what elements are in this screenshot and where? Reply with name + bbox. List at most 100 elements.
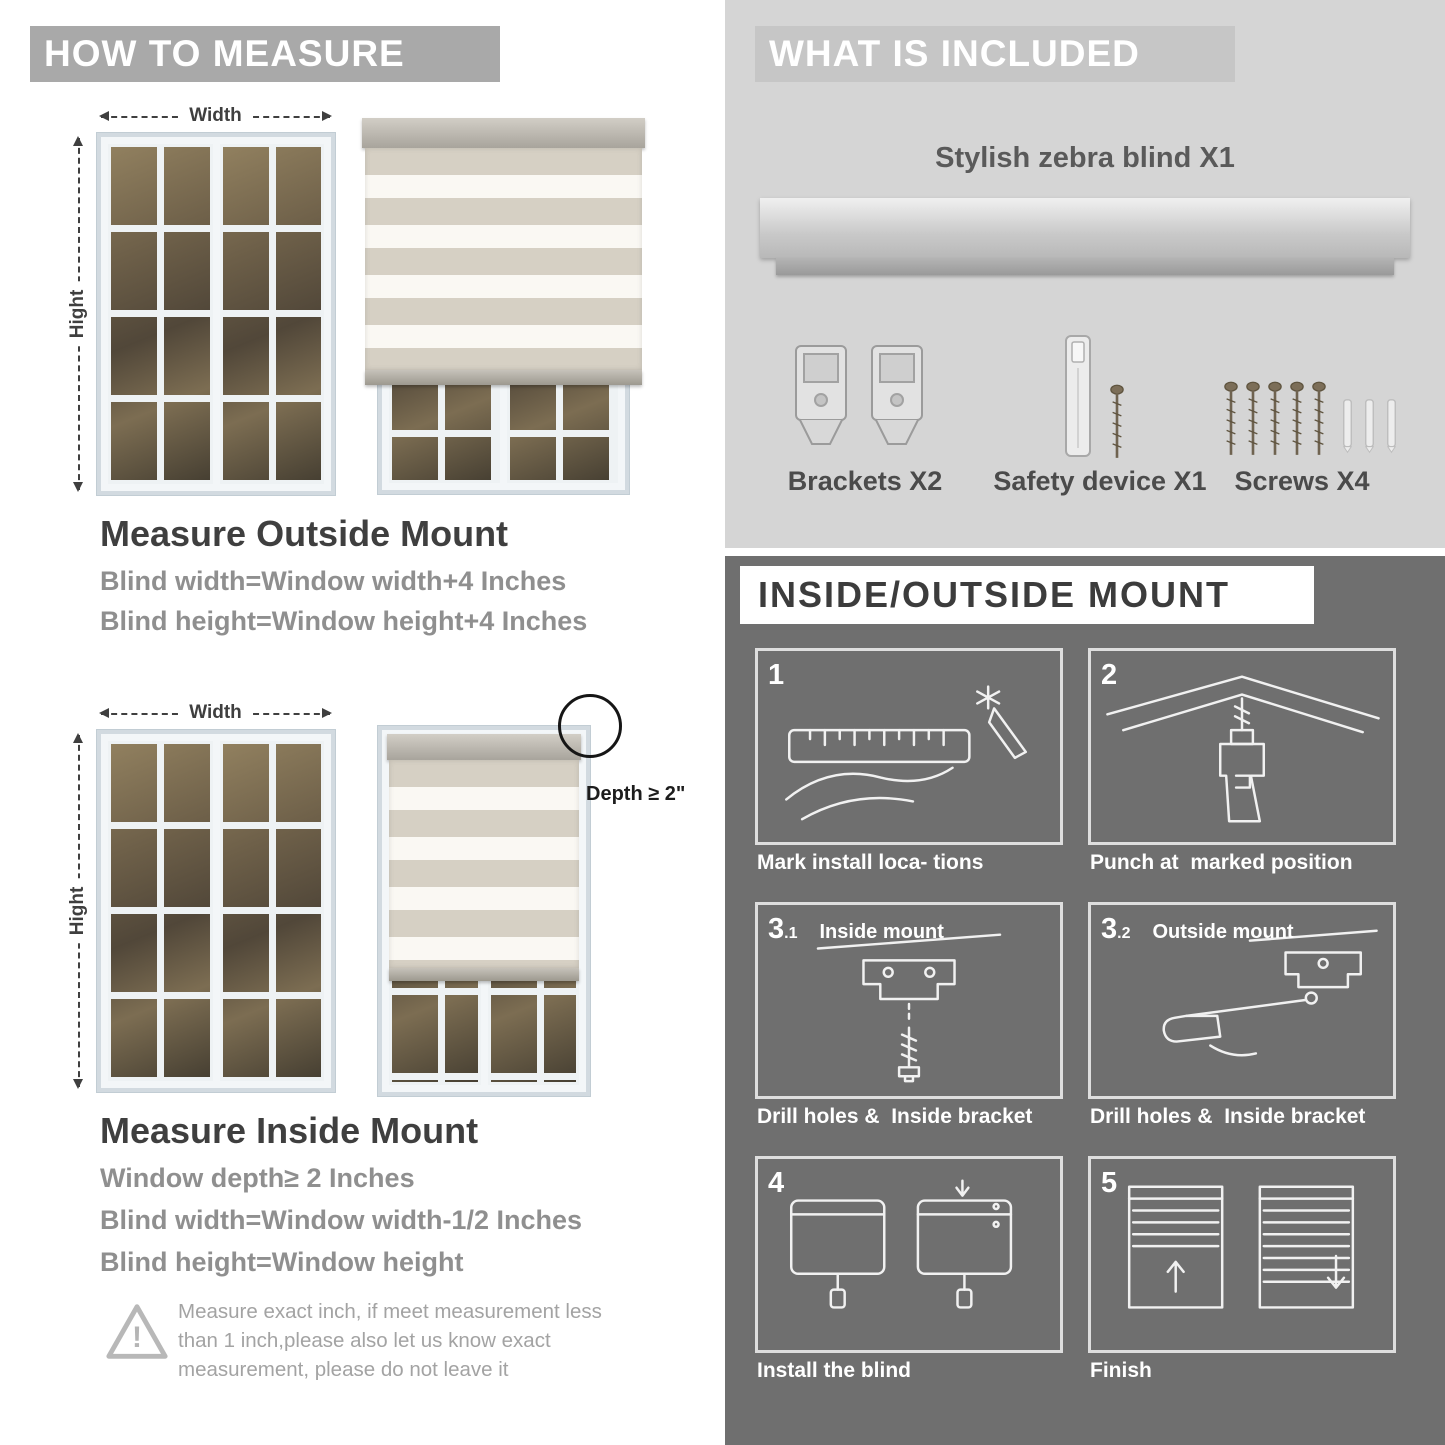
step-number-text: 1 bbox=[768, 659, 785, 691]
width-label: Width bbox=[179, 702, 252, 724]
arrow-head-up-icon bbox=[73, 733, 83, 743]
outside-mount-title: Measure Outside Mount bbox=[100, 513, 509, 554]
warning-text: Measure exact inch, if meet measurement … bbox=[178, 1300, 602, 1382]
step-number: 4 bbox=[768, 1167, 806, 1200]
step-panel-2: 2 bbox=[1088, 648, 1396, 845]
width-arrow-inside: Width bbox=[99, 701, 332, 725]
inside-mount-line: Blind width=Window width-1/2 Inches bbox=[100, 1205, 583, 1235]
step-caption: Drill holes & Inside bracket bbox=[757, 1105, 1033, 1128]
what-is-included-title: WHAT IS INCLUDED bbox=[769, 33, 1140, 74]
inside-mount-line: Window depth≥ 2 Inches bbox=[100, 1163, 415, 1193]
screws-label: Screws X4 bbox=[1234, 466, 1370, 496]
how-to-measure-banner: HOW TO MEASURE bbox=[30, 26, 500, 82]
depth-callout-circle bbox=[558, 694, 622, 758]
step-number: 3.1 Inside mount bbox=[768, 913, 944, 946]
step-caption: Install the blind bbox=[757, 1359, 912, 1382]
blind-bottom-rail bbox=[389, 968, 579, 981]
width-label: Width bbox=[179, 105, 252, 127]
warning-triangle-icon: ! bbox=[103, 1300, 171, 1364]
inside-mount-title: Measure Inside Mount bbox=[100, 1110, 479, 1151]
bracket-icon bbox=[871, 345, 923, 445]
width-arrow-outside: Width bbox=[99, 104, 332, 128]
screws-icons bbox=[1224, 380, 1326, 458]
window-sash-right bbox=[219, 741, 324, 1081]
window-sash-right bbox=[219, 144, 324, 484]
screw-icon bbox=[1290, 381, 1304, 455]
outside-mount-line: Blind width=Window width+4 Inches bbox=[100, 566, 567, 596]
height-label: Hight bbox=[67, 878, 89, 944]
step-number-text: 5 bbox=[1101, 1167, 1118, 1199]
depth-callout-label: Depth ≥ 2" bbox=[586, 783, 686, 805]
drill-illustration bbox=[1106, 675, 1380, 823]
arrow-head-right-icon bbox=[322, 111, 332, 121]
step-number: 2 bbox=[1101, 659, 1139, 692]
step-number-text: 3 bbox=[768, 913, 785, 945]
step-label: Inside mount bbox=[819, 921, 944, 943]
outside-bracket-illustration bbox=[1162, 929, 1378, 1057]
arrow-head-left-icon bbox=[99, 111, 109, 121]
warning-exclamation: ! bbox=[132, 1321, 142, 1355]
brackets-label: Brackets X2 bbox=[787, 466, 943, 496]
triangle-outline bbox=[106, 1304, 168, 1359]
headrail-valance bbox=[776, 258, 1394, 275]
step-number: 1 bbox=[768, 659, 806, 692]
what-is-included-banner: WHAT IS INCLUDED bbox=[755, 26, 1235, 82]
product-label: Stylish zebra blind X1 bbox=[935, 142, 1235, 174]
arrow-head-down-icon bbox=[73, 482, 83, 492]
step-number: 3.2 Outside mount bbox=[1101, 913, 1294, 946]
arrow-head-up-icon bbox=[73, 136, 83, 146]
wall-anchors-icons bbox=[1340, 396, 1399, 458]
arrow-head-down-icon bbox=[73, 1079, 83, 1089]
mount-title: INSIDE/OUTSIDE MOUNT bbox=[758, 574, 1231, 615]
step-panel-4: 4 bbox=[755, 1156, 1063, 1353]
step-number-text: 4 bbox=[768, 1167, 785, 1199]
blind-bottom-rail bbox=[365, 370, 642, 385]
step-panel-3-1: 3.1 Inside mount bbox=[755, 902, 1063, 1099]
screw-icon bbox=[1312, 381, 1326, 455]
screw-icon bbox=[1110, 384, 1124, 458]
wall-anchor-icon bbox=[1342, 399, 1353, 454]
wall-anchor-icon bbox=[1386, 399, 1397, 454]
blind-stripes bbox=[389, 760, 579, 968]
bracket-icon bbox=[795, 345, 847, 445]
step-number-text: 3 bbox=[1101, 913, 1118, 945]
finish-illustration bbox=[1127, 1185, 1355, 1309]
safety-device-icon bbox=[1065, 335, 1091, 457]
window-illustration-inside bbox=[97, 730, 335, 1092]
safety-device-label: Safety device X1 bbox=[993, 466, 1207, 496]
step-caption: Finish bbox=[1090, 1359, 1152, 1382]
blind-cassette bbox=[362, 118, 645, 148]
height-arrow-inside: Hight bbox=[66, 733, 90, 1089]
inside-mount-line: Blind height=Window height bbox=[100, 1247, 464, 1277]
step-number: 5 bbox=[1101, 1167, 1139, 1200]
step-panel-1: 1 bbox=[755, 648, 1063, 845]
arrow-head-right-icon bbox=[322, 708, 332, 718]
inside-bracket-illustration bbox=[816, 933, 1002, 1083]
zebra-blind-inside-illustration bbox=[378, 726, 590, 1096]
mark-location-illustration bbox=[785, 685, 1028, 821]
zebra-blind-headrail-image bbox=[760, 198, 1410, 258]
safety-device-icons bbox=[1058, 334, 1124, 460]
blind-stripes bbox=[365, 148, 642, 370]
blind-cassette bbox=[387, 734, 581, 760]
step-number-text: 2 bbox=[1101, 659, 1118, 691]
brackets-icons bbox=[790, 342, 928, 452]
step-caption: Mark install loca- tions bbox=[757, 851, 984, 874]
step-panel-3-2: 3.2 Outside mount bbox=[1088, 902, 1396, 1099]
window-sash-left bbox=[108, 741, 213, 1081]
step-label: Outside mount bbox=[1152, 921, 1294, 943]
step-number-sub: .1 bbox=[784, 925, 798, 942]
window-illustration-outside bbox=[97, 133, 335, 495]
install-blind-illustration bbox=[789, 1179, 1013, 1309]
step-caption: Drill holes & Inside bracket bbox=[1090, 1105, 1366, 1128]
step-panel-5: 5 bbox=[1088, 1156, 1396, 1353]
zebra-blind-outside-illustration bbox=[362, 118, 645, 494]
outside-mount-line: Blind height=Window height+4 Inches bbox=[100, 606, 588, 636]
window-sash-left bbox=[108, 144, 213, 484]
height-label: Hight bbox=[67, 281, 89, 347]
screw-icon bbox=[1268, 381, 1282, 455]
height-arrow-outside: Hight bbox=[66, 136, 90, 492]
how-to-measure-title: HOW TO MEASURE bbox=[44, 33, 405, 74]
wall-anchor-icon bbox=[1364, 399, 1375, 454]
